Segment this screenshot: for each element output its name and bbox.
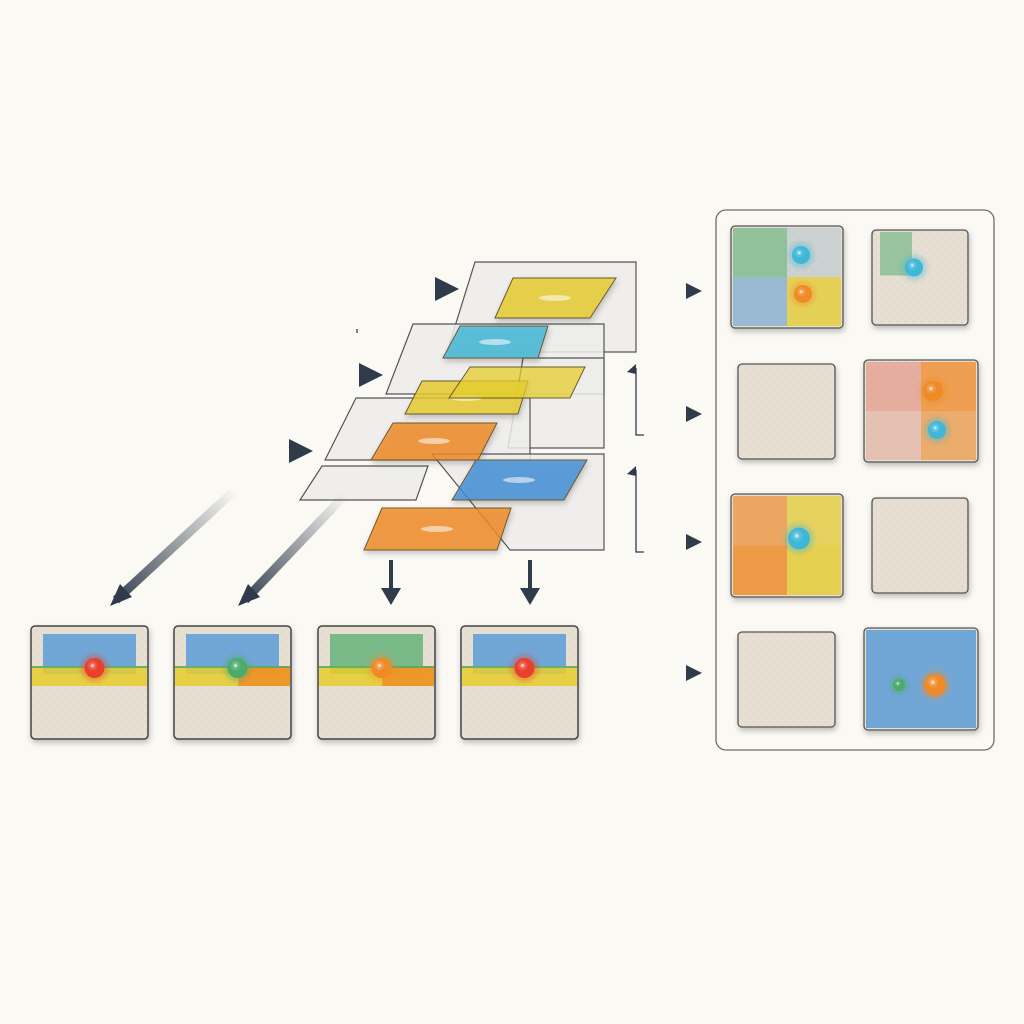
result-cell-2-1 — [737, 363, 836, 460]
bracket-connector-1-tip — [627, 364, 636, 374]
result-cell-quadrant — [733, 277, 787, 326]
result-cell-quadrant — [866, 362, 921, 411]
layer-chip-6-highlight — [421, 526, 453, 532]
result-cell-quadrant — [733, 496, 787, 546]
result-dot-shine — [906, 259, 918, 271]
result-cell-frame — [737, 631, 836, 728]
results-panel — [715, 209, 995, 751]
result-cell-4-2 — [863, 627, 979, 731]
bottom-output-tile-2 — [173, 625, 292, 740]
bottom-tile-orange-band — [382, 666, 434, 686]
result-dot-shine — [926, 675, 940, 689]
result-cell-1-1 — [730, 225, 844, 329]
result-cell-quadrant — [787, 545, 841, 595]
result-cell-quadrant — [866, 411, 921, 460]
bottom-output-row — [30, 625, 579, 740]
result-dot-shine — [894, 679, 902, 688]
result-dot-shine — [793, 247, 805, 259]
result-cell-3-1 — [730, 493, 844, 598]
right-arrow-2-head — [686, 406, 702, 422]
down-arrow-2-head — [520, 588, 540, 605]
result-dot-shine — [929, 422, 941, 434]
layer-chip-1-highlight — [539, 295, 571, 301]
result-cell-quadrant — [866, 630, 976, 728]
diag-arrow-2-shaft — [241, 491, 349, 604]
diag-arrow-2-head — [238, 584, 260, 606]
diag-arrow-1-shaft — [112, 486, 239, 604]
bottom-tile-dot-shine — [373, 659, 386, 672]
layer-chip-4-highlight — [418, 438, 450, 444]
result-dot-shine — [795, 286, 807, 298]
layer-chip-2-highlight — [479, 339, 511, 345]
arrows — [110, 277, 702, 681]
bracket-connector-2-tip — [627, 466, 636, 476]
bracket-connector-2 — [635, 470, 644, 553]
bottom-output-tile-4 — [460, 625, 579, 740]
layer-chip-3b — [448, 366, 586, 399]
result-dot-shine — [790, 529, 804, 543]
right-arrow-4-head — [686, 665, 702, 681]
layer-chip-5-highlight — [503, 477, 535, 483]
sheet-6 — [298, 465, 429, 501]
result-cell-1-2 — [871, 229, 969, 326]
bottom-output-tile-1 — [30, 625, 149, 740]
bottom-tile-dot-shine — [516, 659, 529, 672]
result-cell-frame — [737, 363, 836, 460]
layer-chips — [363, 277, 617, 551]
result-grid — [730, 225, 979, 731]
right-arrow-3-head — [686, 534, 702, 550]
result-cell-3-2 — [871, 497, 969, 594]
bracket-connector-1 — [635, 368, 644, 436]
down-arrow-1-head — [381, 588, 401, 605]
result-cell-quadrant — [733, 545, 787, 595]
bottom-output-tile-3 — [317, 625, 436, 740]
result-dot-shine — [925, 382, 937, 395]
result-cell-frame — [871, 497, 969, 594]
result-cell-quadrant — [733, 228, 787, 277]
diag-arrow-1-head — [110, 584, 132, 606]
bottom-tile-dot-shine — [229, 659, 242, 672]
result-cell-2-2 — [863, 359, 979, 463]
right-arrow-1-head — [686, 283, 702, 299]
bottom-tile-dot-shine — [86, 659, 99, 672]
result-cell-4-1 — [737, 631, 836, 728]
bottom-tile-orange-band — [238, 666, 290, 686]
